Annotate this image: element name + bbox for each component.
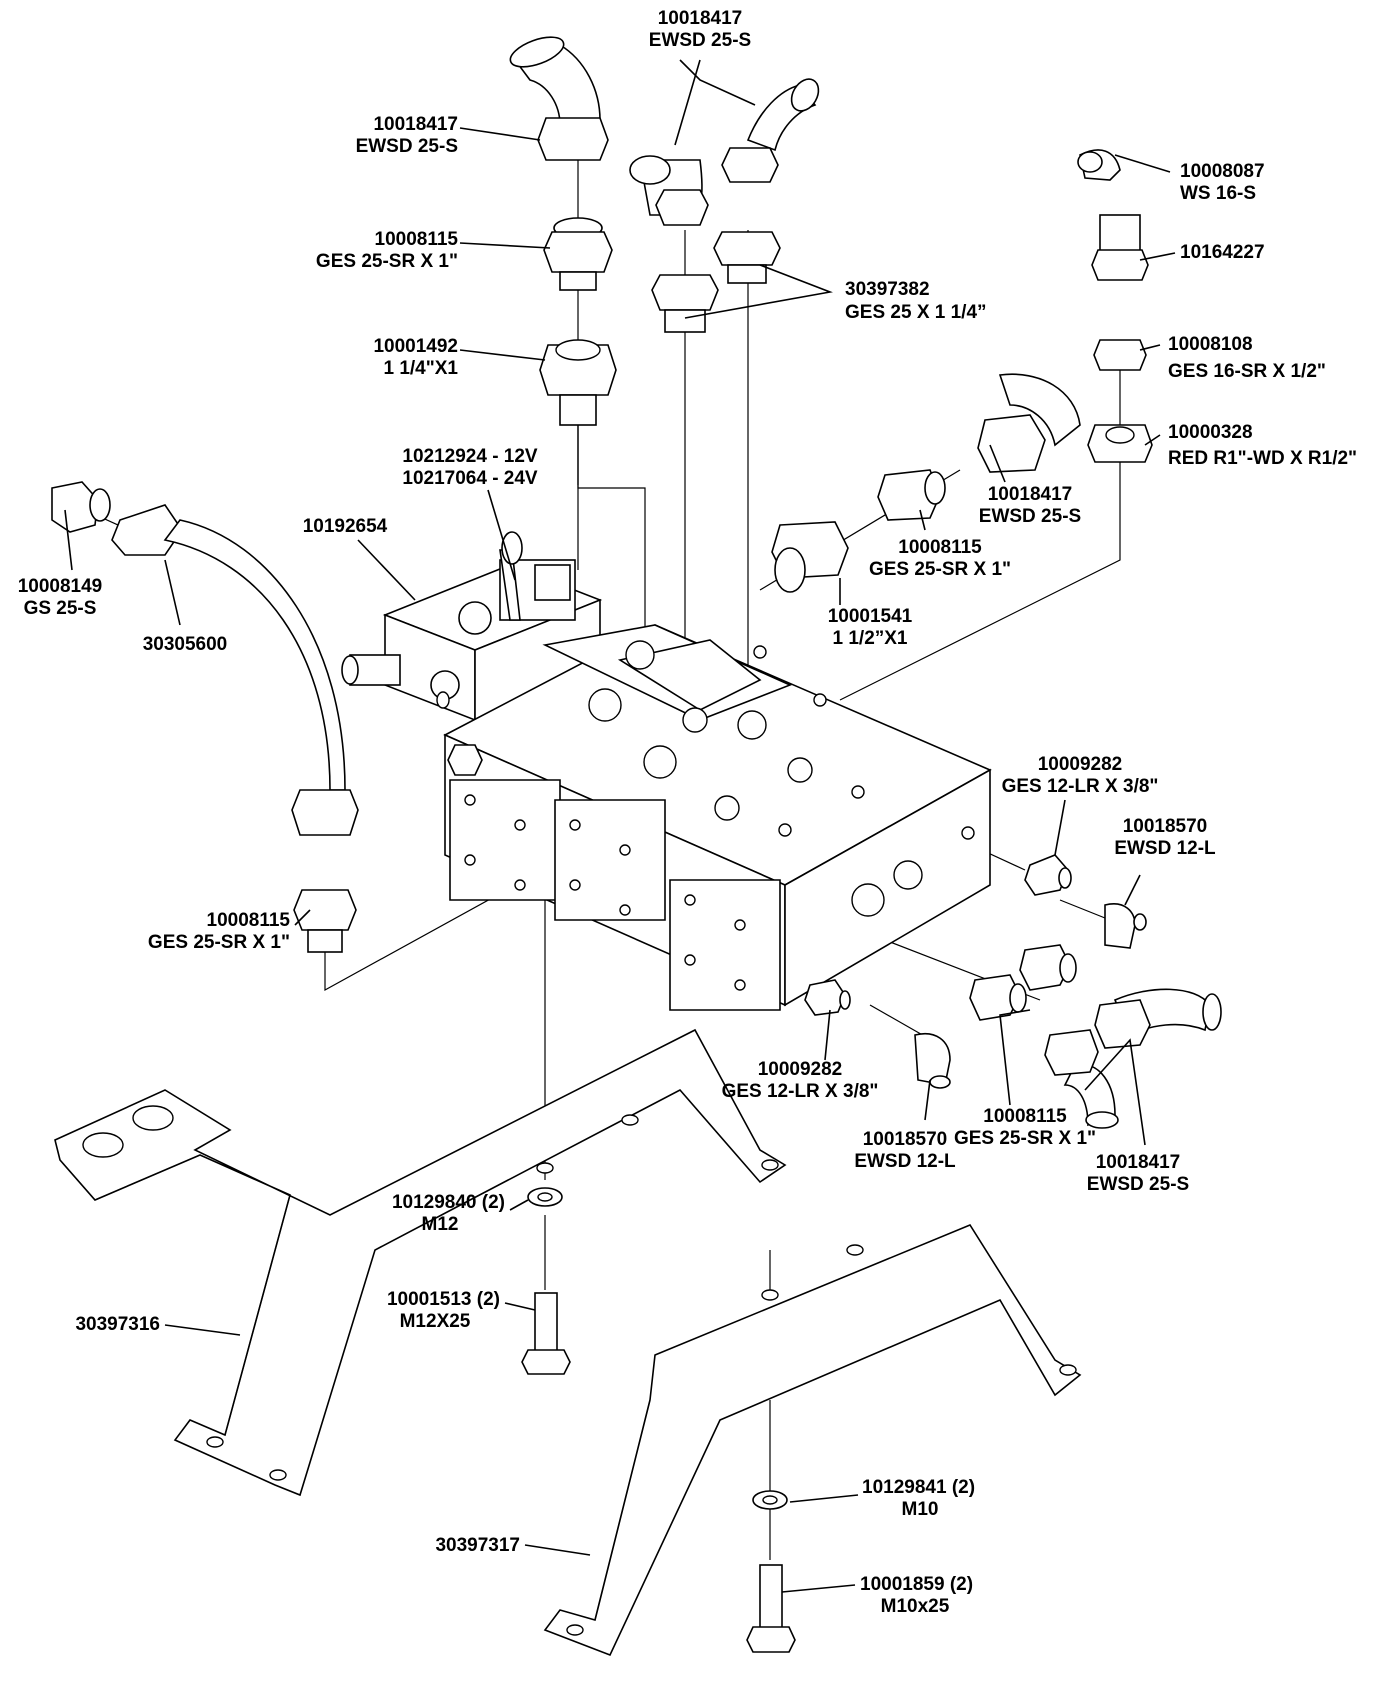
callout-red-r1-pn: 10000328	[1168, 422, 1253, 443]
callout-ewsd-lower-right-type: EWSD 25-S	[1087, 1174, 1189, 1195]
callout-bracket-30397316: 30397316	[75, 1314, 160, 1335]
callout-ws16-type: WS 16-S	[1180, 183, 1256, 204]
callout-bolt-m10-size: M10x25	[881, 1596, 950, 1617]
callout-washer-m10-size: M10	[902, 1499, 939, 1520]
elbow-fittings-middle	[629, 78, 820, 226]
manifold-block	[443, 624, 992, 1011]
callout-ges-left-type: GES 25-SR X 1"	[316, 251, 458, 272]
callout-ges16-type: GES 16-SR X 1/2"	[1168, 361, 1326, 382]
fasteners	[521, 1187, 796, 1653]
callout-gs25-pn: 10008149	[18, 576, 103, 597]
callout-bolt-m10-pn: 10001859 (2)	[860, 1574, 973, 1595]
right-outlet-fittings	[969, 854, 1222, 1129]
callout-ges-lower-left-pn: 10008115	[207, 910, 291, 931]
callout-reducer-1541-type: 1 1/2”X1	[833, 628, 908, 649]
callout-ewsd12-right-type: EWSD 12-L	[1114, 838, 1216, 859]
mid-right-fittings	[771, 373, 1081, 593]
callout-ges25-114-type: GES 25 X 1 1/4”	[845, 302, 987, 323]
solenoid-valve	[341, 531, 603, 722]
callout-left-ewsd-type: EWSD 25-S	[356, 136, 458, 157]
lower-small-fittings	[804, 979, 951, 1089]
callout-reducer-1541-pn: 10001541	[828, 606, 913, 627]
bracket-30397316	[54, 1028, 787, 1497]
callout-top-ewsd-pn: 10018417	[658, 8, 743, 29]
callout-red-r1-type: RED R1"-WD X R1/2"	[1168, 448, 1357, 469]
callout-ges16-pn: 10008108	[1168, 334, 1253, 355]
callout-ges-lower-right-pn: 10008115	[983, 1106, 1067, 1127]
callout-ges-lower-left-type: GES 25-SR X 1"	[148, 932, 290, 953]
hose-30305600	[51, 481, 359, 953]
bracket-30397317	[543, 1224, 1082, 1657]
callout-ges-mid-pn: 10008115	[898, 537, 982, 558]
callout-left-ewsd-pn: 10018417	[373, 114, 458, 135]
callout-washer-m12-pn: 10129840 (2)	[392, 1192, 505, 1213]
callout-30305600: 30305600	[143, 634, 228, 655]
callout-ges12-right-pn: 10009282	[1038, 754, 1123, 775]
reducer-fitting-1492	[539, 339, 617, 426]
ges-fittings-30397382	[651, 231, 781, 333]
callout-ewsd-lower-right-pn: 10018417	[1096, 1152, 1181, 1173]
callout-ewsd-mid-pn: 10018417	[988, 484, 1073, 505]
callout-washer-m12-size: M12	[422, 1214, 459, 1235]
callout-bolt-m12-pn: 10001513 (2)	[387, 1289, 500, 1310]
elbow-fitting-left-top	[509, 36, 609, 161]
callout-ges12-lower-type: GES 12-LR X 3/8"	[722, 1081, 879, 1102]
callout-ewsd12-lower-pn: 10018570	[863, 1129, 948, 1150]
callout-labels: 10018417 EWSD 25-S 10018417 EWSD 25-S 10…	[18, 8, 1357, 1617]
callout-ewsd12-lower-type: EWSD 12-L	[854, 1151, 956, 1172]
leader-lines	[64, 59, 1176, 1593]
callout-ges12-lower-pn: 10009282	[758, 1059, 843, 1080]
callout-ges12-right-type: GES 12-LR X 3/8"	[1002, 776, 1159, 797]
callout-ws16-pn: 10008087	[1180, 161, 1265, 182]
callout-valve-12v: 10212924 - 12V	[402, 446, 538, 467]
callout-washer-m10-pn: 10129841 (2)	[862, 1477, 975, 1498]
callout-ewsd-mid-type: EWSD 25-S	[979, 506, 1081, 527]
callout-ges-mid-type: GES 25-SR X 1"	[869, 559, 1011, 580]
callout-ewsd12-right-pn: 10018570	[1123, 816, 1208, 837]
callout-ges-left-pn: 10008115	[375, 229, 459, 250]
callout-valve-24v: 10217064 - 24V	[402, 468, 538, 489]
callout-bolt-m12-size: M12X25	[400, 1311, 471, 1332]
right-upper-fittings	[1077, 149, 1153, 463]
callout-reducer-1492-pn: 10001492	[373, 336, 458, 357]
callout-bracket-30397317: 30397317	[435, 1535, 520, 1556]
callout-10192654: 10192654	[303, 516, 388, 537]
assembly-artwork	[51, 36, 1222, 1657]
callout-top-ewsd-type: EWSD 25-S	[649, 30, 751, 51]
callout-ges-lower-right-type: GES 25-SR X 1"	[954, 1128, 1096, 1149]
callout-reducer-1492-type: 1 1/4"X1	[383, 358, 458, 379]
ges-fitting-left	[543, 217, 613, 291]
callout-ges25-114-pn: 30397382	[845, 279, 930, 300]
callout-10164227: 10164227	[1180, 242, 1265, 263]
callout-gs25-type: GS 25-S	[24, 598, 97, 619]
